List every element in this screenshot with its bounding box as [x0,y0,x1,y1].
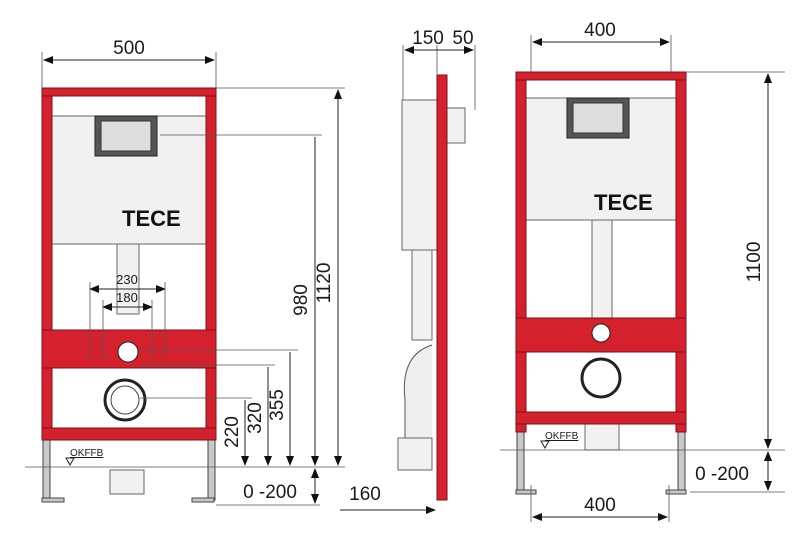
left-leg [42,439,51,501]
dim-1120: 1120 [314,263,335,304]
frame-bottom-bar [41,427,217,441]
frame-post-right [205,87,217,441]
dim-980: 980 [291,284,312,316]
dim-320: 320 [245,402,266,434]
front-view: TECE 500 230 180 OKFFB [25,38,345,506]
dim-50: 50 [452,28,473,49]
dim-width-top-400: 400 [584,20,616,41]
dim-150: 150 [412,28,444,49]
dim-160: 160 [349,484,381,505]
dim-width-bottom-400: 400 [584,495,616,516]
flush-outlet [117,341,139,363]
dim-355: 355 [267,389,288,421]
dim-width-500: 500 [113,38,145,59]
side-frame [436,74,448,501]
side-drain-pipe [397,437,433,471]
frame-post-left [41,87,53,441]
right-leg [207,439,216,501]
dim-180: 180 [116,290,138,305]
drain-pipe [109,469,145,495]
side-view: 150 50 160 [340,28,476,514]
side-cistern [401,99,438,251]
dim-220: 220 [222,416,243,448]
right-floor-label: OKFFB [545,431,579,442]
front-logo: TECE [122,206,181,231]
right-logo: TECE [594,190,653,215]
frame-top-bar [41,87,217,97]
dim-1100: 1100 [744,242,765,283]
right-dim-leg-adjust: 0 -200 [695,464,749,485]
floor-label: OKFFB [70,448,104,459]
right-view: TECE OKFFB 400 1100 0 -200 400 [500,20,785,522]
dim-230: 230 [116,272,138,287]
dim-leg-adjust: 0 -200 [243,482,297,503]
